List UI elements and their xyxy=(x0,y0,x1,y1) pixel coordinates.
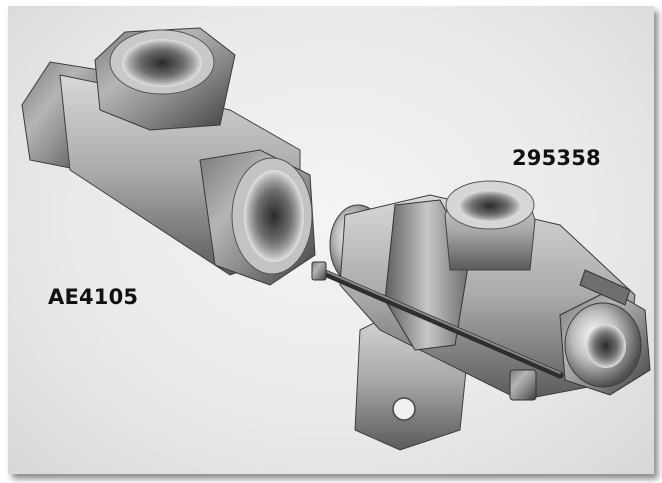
relay-valve xyxy=(311,180,651,451)
tee-fitting-part-number: AE4105 xyxy=(48,285,139,309)
tee-fitting xyxy=(21,27,316,286)
valve-part-number: 295358 xyxy=(512,146,601,170)
